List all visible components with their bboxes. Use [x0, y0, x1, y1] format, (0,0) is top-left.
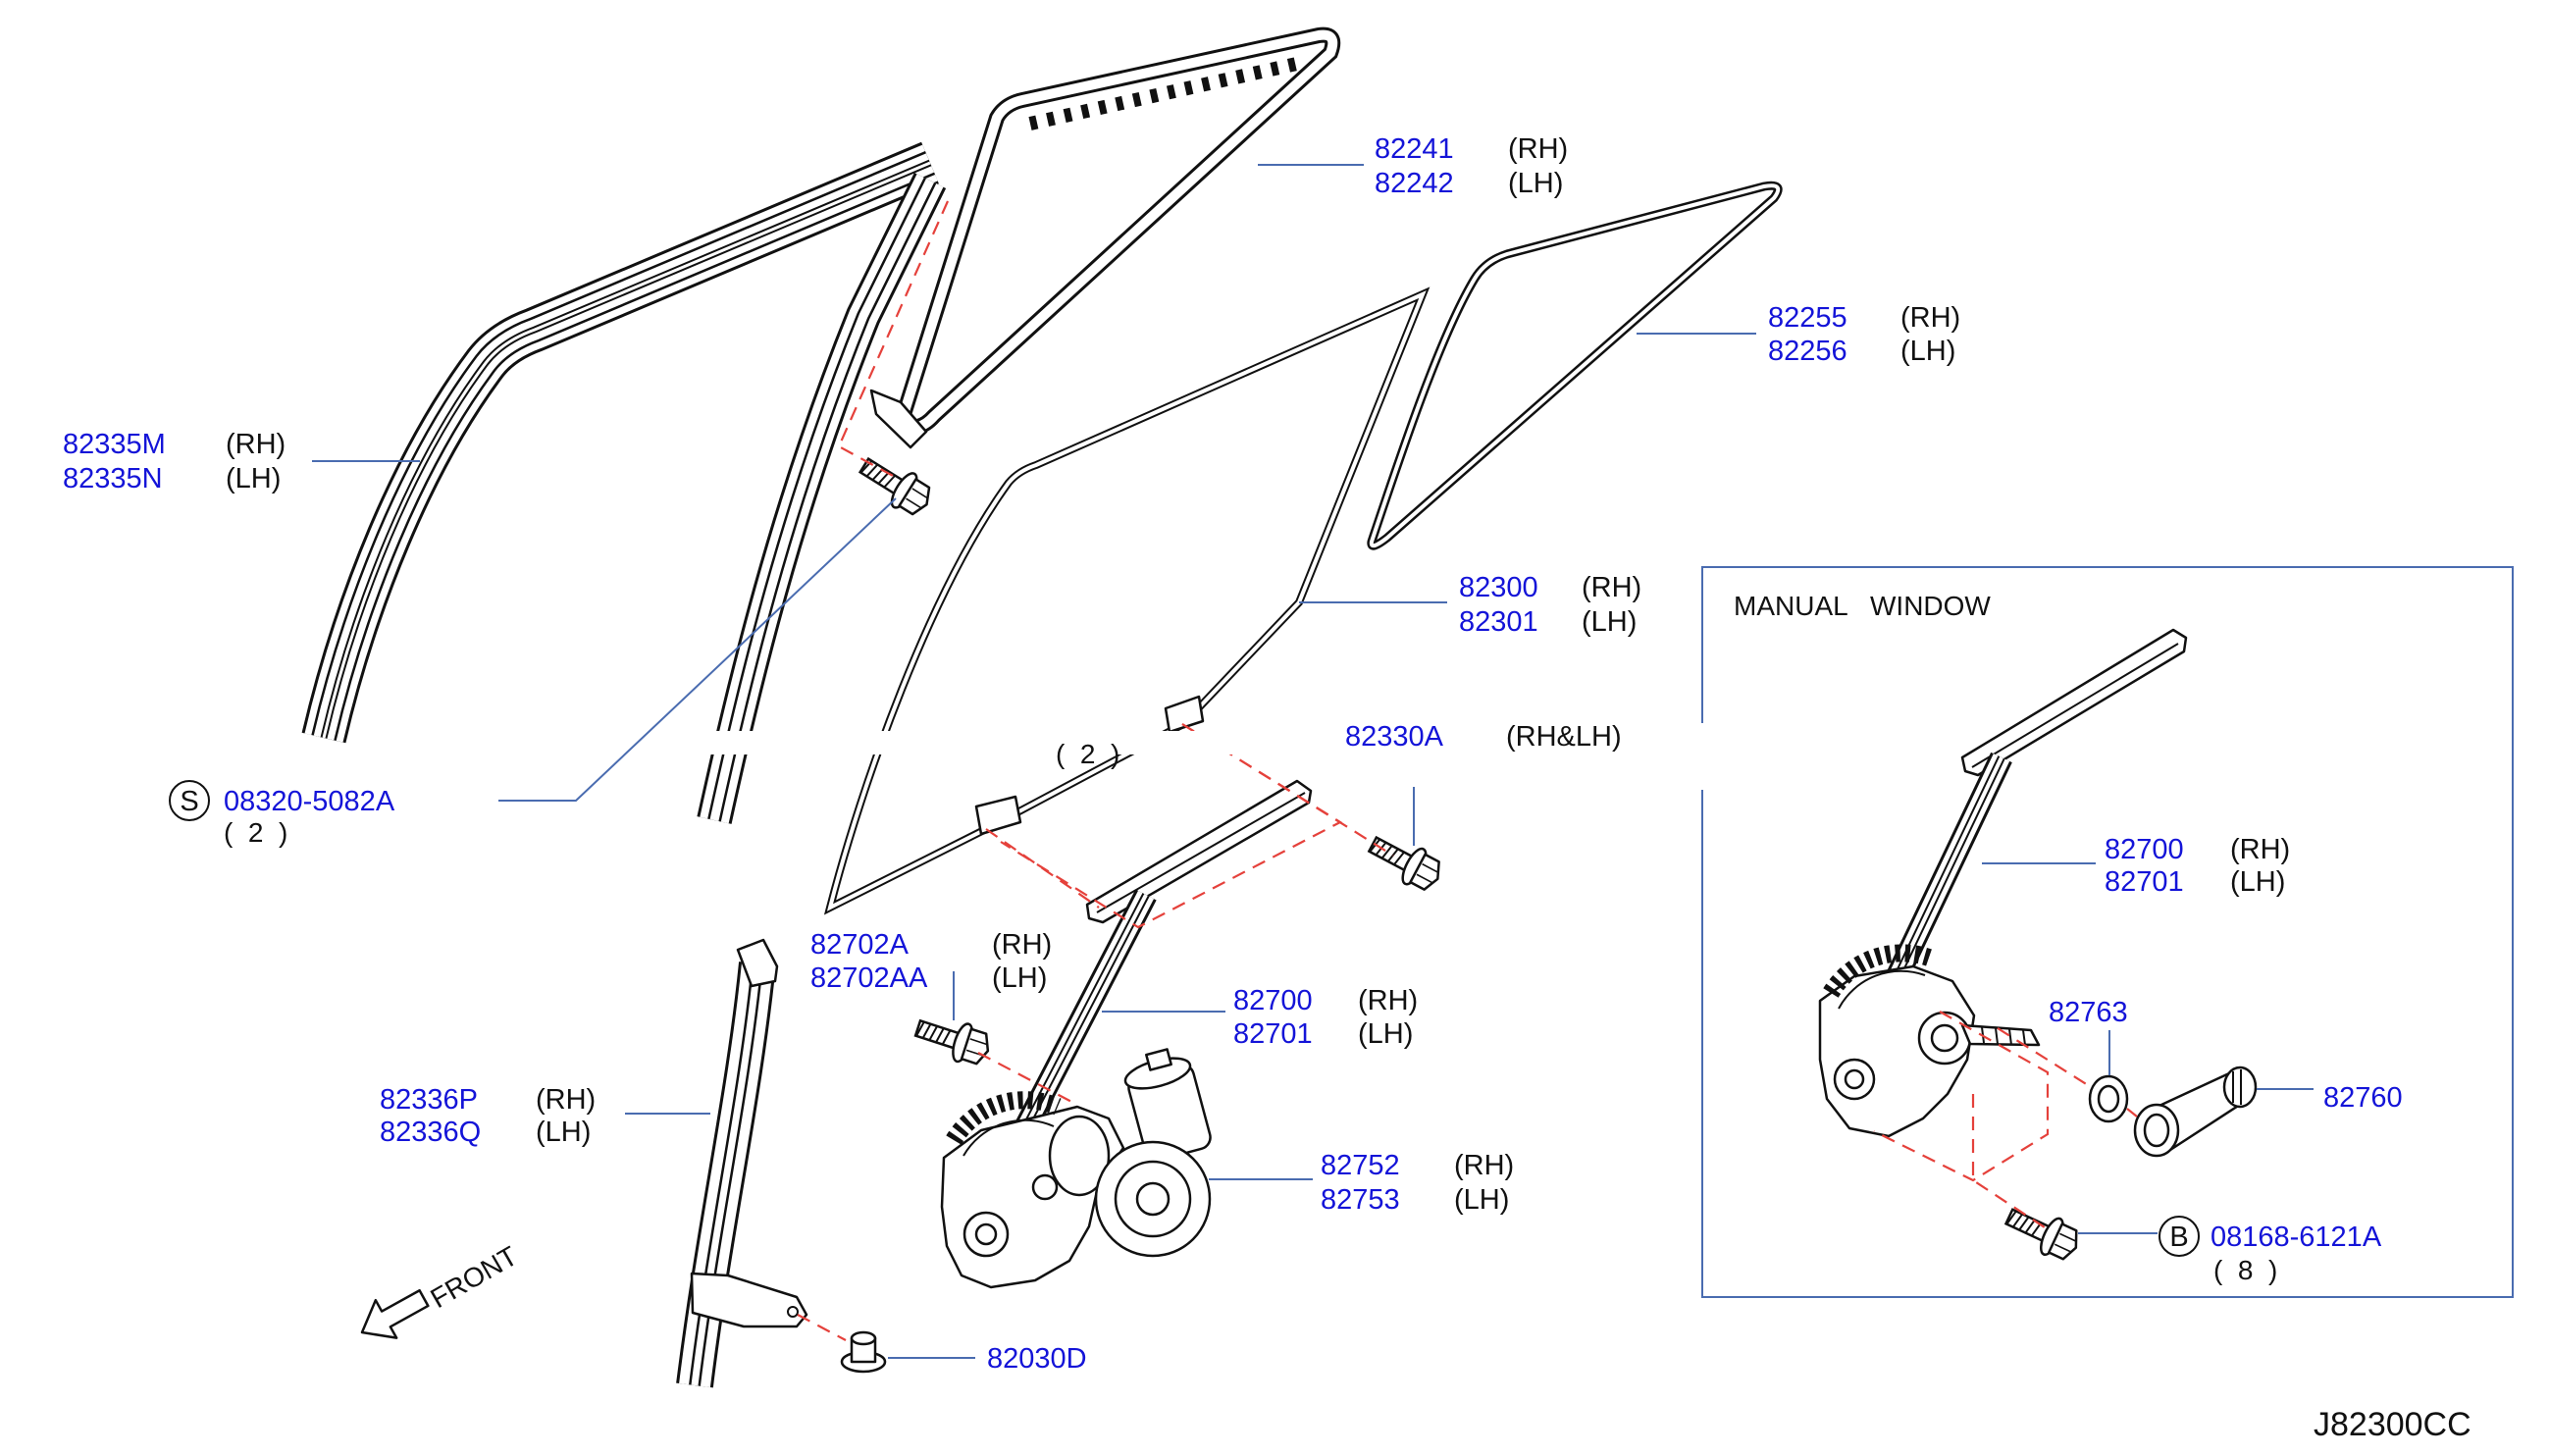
side-tag-rh: (RH) [1900, 302, 1960, 334]
side-tag-lh: (LH) [1358, 1018, 1413, 1050]
handle-icon [2133, 1066, 2258, 1158]
screw-s-icon [853, 447, 939, 523]
side-tag-lh: (LH) [1900, 336, 1955, 367]
callout-manual-regulator: 82700 (RH) 82701 (LH) [2105, 834, 2290, 898]
callout-sash-molding: 82335M (RH) 82335N (LH) [63, 429, 286, 494]
part-number[interactable]: 82760 [2323, 1082, 2403, 1114]
callout-screw-s: S 08320-5082A ( 2 ) [169, 780, 395, 848]
callout-glass-bolt: 82330A (RH&LH) ( 2 ) [1056, 721, 1622, 769]
callout-quarter-glass: 82255 (RH) 82256 (LH) [1768, 302, 1960, 367]
symbol-letter: B [2169, 1222, 2188, 1253]
side-tag-lh: (LH) [2230, 866, 2285, 898]
quarter-glass-drawing [1372, 185, 1778, 546]
side-tag-lh: (LH) [1454, 1184, 1509, 1216]
part-number-rh[interactable]: 82335M [63, 429, 166, 460]
quantity-label: ( 2 ) [224, 817, 287, 848]
side-tag: (RH&LH) [1506, 721, 1622, 753]
side-tag-lh: (LH) [536, 1117, 591, 1148]
part-number-rh[interactable]: 82700 [2105, 834, 2184, 865]
symbol-circle [169, 780, 210, 821]
part-number[interactable]: 08168-6121A [2211, 1222, 2382, 1253]
part-number-lh[interactable]: 82753 [1321, 1184, 1400, 1216]
front-label: FRONT [426, 1240, 523, 1314]
callout-power-regulator: 82700 (RH) 82701 (LH) [1233, 985, 1418, 1050]
callout-handle: 82760 [2323, 1082, 2403, 1114]
front-arrow-icon [360, 1288, 430, 1339]
part-number[interactable]: 82030D [987, 1343, 1087, 1375]
symbol-letter: S [180, 786, 198, 817]
side-tag-rh: (RH) [536, 1084, 596, 1116]
callout-lower-sash: 82336P (RH) 82336Q (LH) [380, 1084, 596, 1148]
bolt-b-icon [2000, 1197, 2086, 1268]
callout-motor: 82752 (RH) 82753 (LH) [1321, 1150, 1514, 1216]
side-tag-rh: (RH) [226, 429, 286, 460]
manual-regulator-drawing [1818, 628, 2188, 1138]
side-tag-lh: (LH) [992, 962, 1047, 994]
side-tag-rh: (RH) [2230, 834, 2290, 865]
scan-gap [422, 731, 1305, 754]
part-number-rh[interactable]: 82255 [1768, 302, 1847, 334]
callout-regulator-bolt: 82702A (RH) 82702AA (LH) [810, 929, 1052, 994]
manual-dashed-guides [1873, 1011, 2138, 1230]
part-number[interactable]: 82763 [2049, 997, 2128, 1028]
side-tag-rh: (RH) [1358, 985, 1418, 1016]
assembly-dashed-guides [797, 200, 1394, 1341]
sash-molding-drawing [324, 163, 930, 738]
door-glass-drawing [830, 294, 1423, 908]
symbol-circle [2159, 1216, 2200, 1257]
side-tag-rh: (RH) [992, 929, 1052, 961]
side-tag-rh: (RH) [1508, 133, 1568, 165]
part-number-lh[interactable]: 82335N [63, 463, 163, 494]
side-tag-rh: (RH) [1454, 1150, 1514, 1181]
part-number-rh[interactable]: 82241 [1375, 133, 1454, 165]
drawing-code: J82300CC [2314, 1406, 2471, 1443]
part-number[interactable]: 82330A [1345, 721, 1444, 753]
callout-washer: 82763 [2049, 997, 2128, 1028]
callout-door-glass: 82300 (RH) 82301 (LH) [1459, 572, 1641, 638]
motor-drawing [1094, 1048, 1212, 1258]
power-regulator-drawing [940, 779, 1313, 1289]
side-tag-lh: (LH) [1582, 606, 1637, 638]
clip-icon [840, 1330, 887, 1374]
callout-quarter-sash: 82241 (RH) 82242 (LH) [1375, 133, 1568, 199]
side-tag-lh: (LH) [226, 463, 281, 494]
lower-sash-drawing [692, 938, 808, 1385]
quantity-label: ( 8 ) [2213, 1255, 2277, 1285]
manual-window-panel: MANUAL WINDOW [1701, 566, 2514, 1298]
part-number-rh[interactable]: 82700 [1233, 985, 1313, 1016]
part-number-rh[interactable]: 82336P [380, 1084, 478, 1116]
part-number[interactable]: 08320-5082A [224, 786, 395, 817]
part-number-lh[interactable]: 82701 [1233, 1018, 1313, 1050]
leader-lines [312, 164, 2314, 1359]
part-number-lh[interactable]: 82336Q [380, 1117, 481, 1148]
quarter-sash-drawing [869, 35, 1332, 449]
callout-bolt-b: B 08168-6121A ( 8 ) [2159, 1216, 2382, 1285]
callout-clip: 82030D [987, 1343, 1087, 1375]
part-number-rh[interactable]: 82300 [1459, 572, 1538, 603]
part-number-rh[interactable]: 82752 [1321, 1150, 1400, 1181]
part-number-lh[interactable]: 82702AA [810, 962, 928, 994]
part-number-lh[interactable]: 82701 [2105, 866, 2184, 898]
part-number-lh[interactable]: 82256 [1768, 336, 1847, 367]
glass-bolt-icon [1362, 825, 1448, 898]
manual-window-title: MANUAL WINDOW [1734, 591, 1991, 621]
side-tag-lh: (LH) [1508, 168, 1563, 199]
side-tag-rh: (RH) [1582, 572, 1641, 603]
part-number-lh[interactable]: 82301 [1459, 606, 1538, 638]
part-number-rh[interactable]: 82702A [810, 929, 910, 961]
washer-icon [2088, 1074, 2129, 1123]
quantity-label: ( 2 ) [1056, 739, 1119, 769]
part-number-lh[interactable]: 82242 [1375, 168, 1454, 199]
